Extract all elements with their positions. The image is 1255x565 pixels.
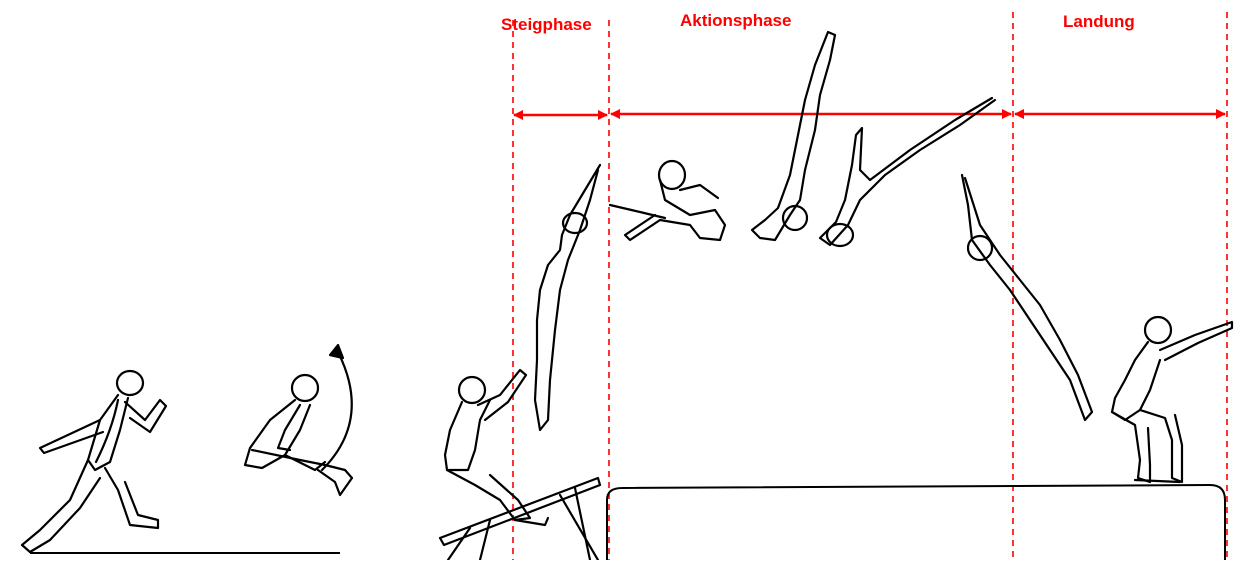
- phase-label-aktionsphase: Aktionsphase: [680, 11, 791, 31]
- gymnast-landing: [1112, 317, 1232, 482]
- phase-label-landung: Landung: [1063, 12, 1135, 32]
- phase-arrows: [514, 114, 1225, 115]
- gymnast-hurdle: [245, 345, 352, 495]
- landing-mat: [607, 485, 1225, 560]
- gymnast-inverted: [752, 32, 835, 240]
- gymnast-descending: [962, 175, 1092, 420]
- gymnast-tucked: [610, 161, 725, 240]
- phase-label-steigphase: Steigphase: [501, 15, 592, 35]
- gymnast-arched: [820, 98, 995, 246]
- phase-boundaries: [513, 12, 1227, 560]
- gymnast-rising: [535, 165, 600, 430]
- gymnast-run-up: [22, 371, 166, 552]
